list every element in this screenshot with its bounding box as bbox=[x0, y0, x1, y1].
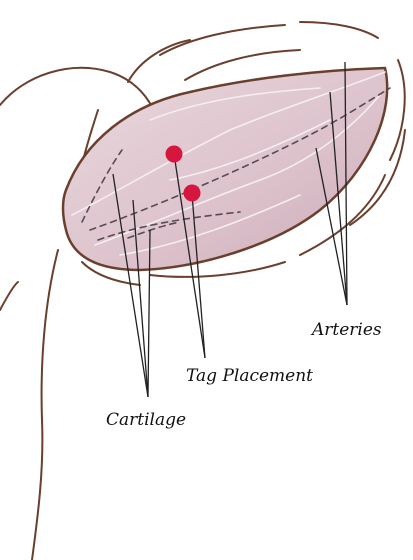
ear-body bbox=[63, 68, 387, 270]
tag-dot-upper bbox=[166, 146, 183, 163]
tag-placement-label: Tag Placement bbox=[186, 366, 313, 386]
cartilage-label: Cartilage bbox=[106, 410, 186, 430]
arteries-label: Arteries bbox=[312, 320, 382, 340]
tag-dot-lower bbox=[184, 185, 201, 202]
